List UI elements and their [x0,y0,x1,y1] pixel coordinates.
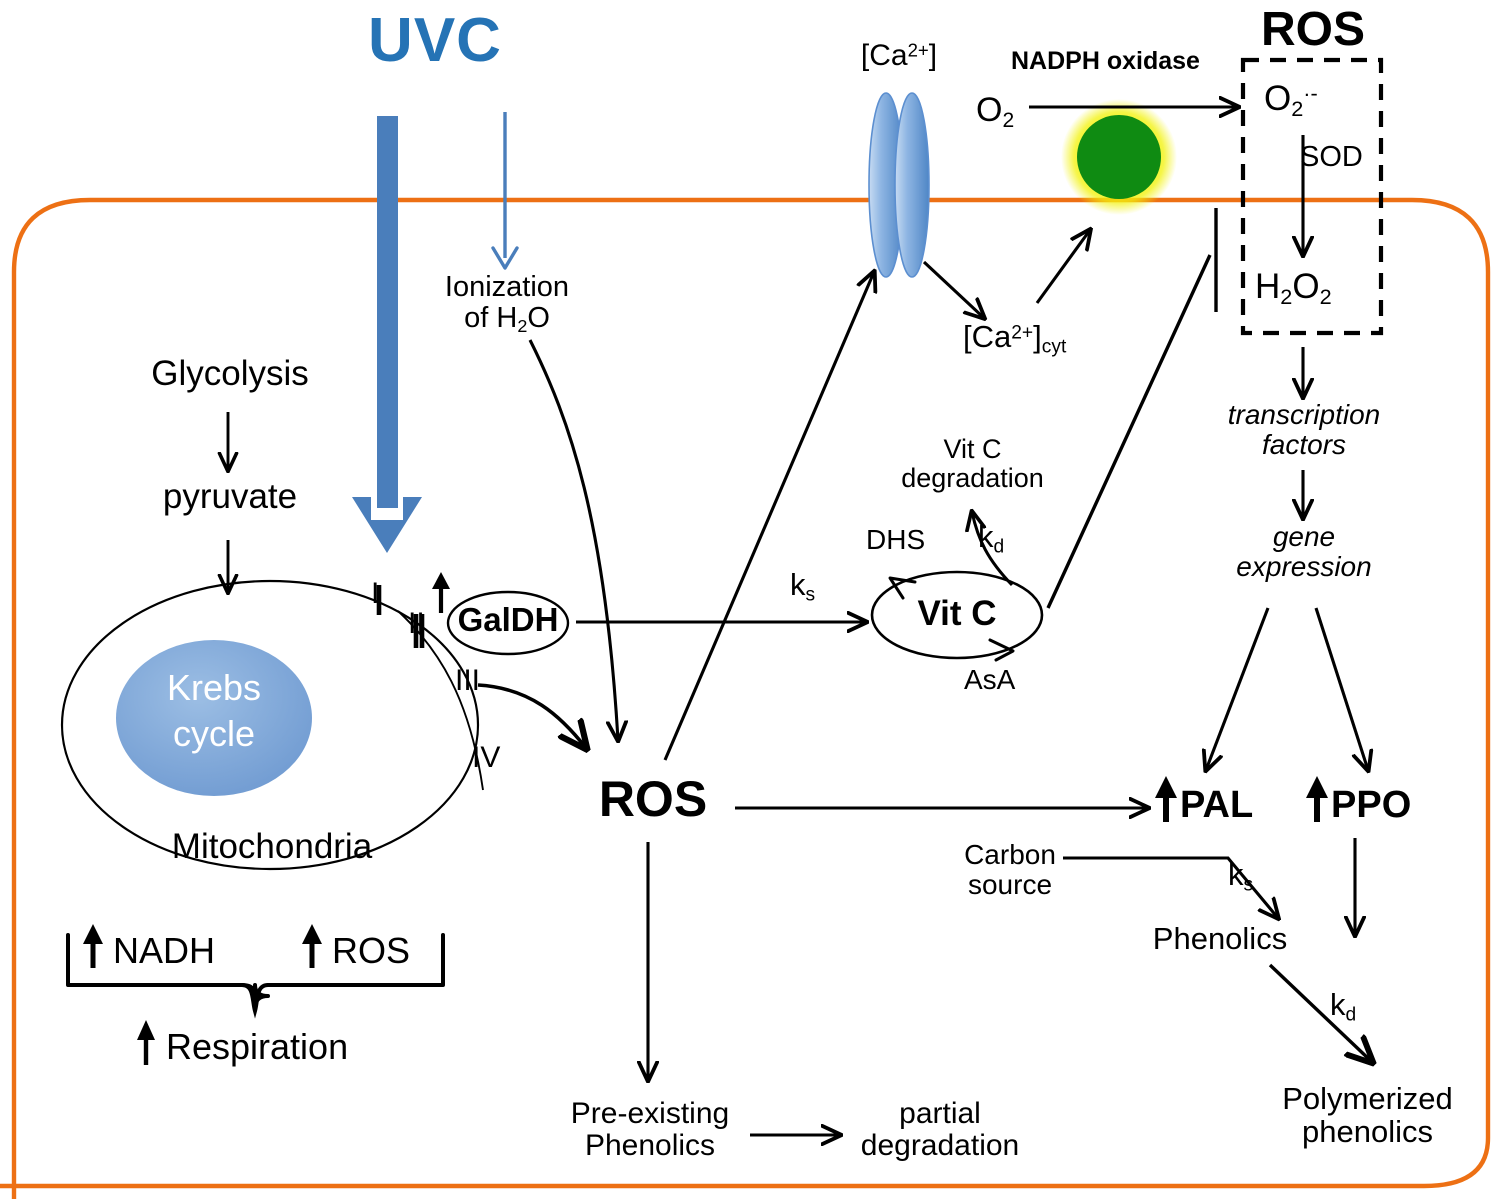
cytcalcium-to-oxidase-arrow [1035,230,1090,304]
mito-ros-up-arrow [302,924,322,968]
galdh-ellipse [446,590,570,656]
phenolics-to-polymerized-arrow [1268,963,1372,1062]
calcium-channel-icon [868,92,930,278]
galdh-upregulation-arrow [432,572,450,613]
geneexpression-to-pal-arrow [1206,607,1270,770]
cytosolic-calcium-label: [Ca2+]cyt [963,319,1067,358]
inhibition-line-to-vitc [1046,254,1212,609]
calcium-channel-label: [Ca2+] [860,39,938,72]
dhs-arrowhead [888,576,917,600]
glycolysis-label: Glycolysis [151,354,309,393]
kd-polymerized-label: kd [1330,987,1357,1026]
nadh-label: NADH [113,930,216,971]
ros-center-label: ROS [598,771,708,827]
ppo-label: PPO [1331,784,1412,826]
complex-iii-label: III [455,664,481,697]
channel-to-cytcalcium-arrow [922,260,984,318]
o2-label: O2 [976,91,1015,132]
asa-label: AsA [964,664,1016,695]
uvc-label: UVC [368,6,502,75]
ionization-to-ros-arrow [528,339,618,740]
complex-ii-label: II [408,607,425,640]
complex-iv-label: IV [472,741,501,774]
ros-compartment-box [1240,57,1384,336]
pal-up-arrow [1155,776,1177,822]
nadph-oxidase-label: NADPH oxidase [1011,47,1200,75]
respiration-up-arrow [137,1020,155,1065]
ppo-up-arrow [1306,776,1328,822]
mitochondrion-inner-curve [397,610,484,791]
ks-vitc-label: ks [790,567,816,606]
vitc-degradation-arrow [972,512,1014,587]
respiration-label: Respiration [166,1026,349,1067]
vitc-cycle-ellipse [870,570,1044,660]
uvc-thick-arrow [352,116,422,553]
carbonsource-to-phenolics-arrow [1063,856,1278,918]
sod-label: SOD [1300,141,1363,173]
nadph-oxidase-icon [1061,99,1177,215]
dhs-label: DHS [866,524,926,555]
galdh-label: GalDH [457,601,559,638]
cell-membrane [0,197,1491,1199]
superoxide-label: O2·- [1264,79,1318,122]
geneexpression-to-ppo-arrow [1314,607,1368,770]
kd-vitc-label: kd [978,519,1005,558]
mitochondria-label: Mitochondria [171,827,373,866]
nadh-up-arrow [83,924,103,968]
vitc-label: Vit C [917,594,997,633]
krebs-cycle-ellipse [116,640,312,796]
mito-ros-label: ROS [332,930,411,971]
complex-i-label: I [371,577,380,610]
h2o2-label: H2O2 [1255,267,1332,310]
ros-to-channel-arrow [663,272,874,761]
etc-complex-ticks [376,585,425,648]
ros-box-title: ROS [1260,3,1365,56]
pal-label: PAL [1180,784,1254,826]
ks-phenolics-label: ks [1228,857,1254,896]
mitochondrion-outline [60,579,480,871]
uvc-ionization-arrow [491,112,519,270]
phenolics-label: Phenolics [1152,921,1288,956]
pyruvate-label: pyruvate [162,477,298,516]
complexiii-to-ros-arrow [477,683,586,748]
asa-arrowhead [988,638,1015,662]
respiration-brace-stem [240,983,270,1019]
